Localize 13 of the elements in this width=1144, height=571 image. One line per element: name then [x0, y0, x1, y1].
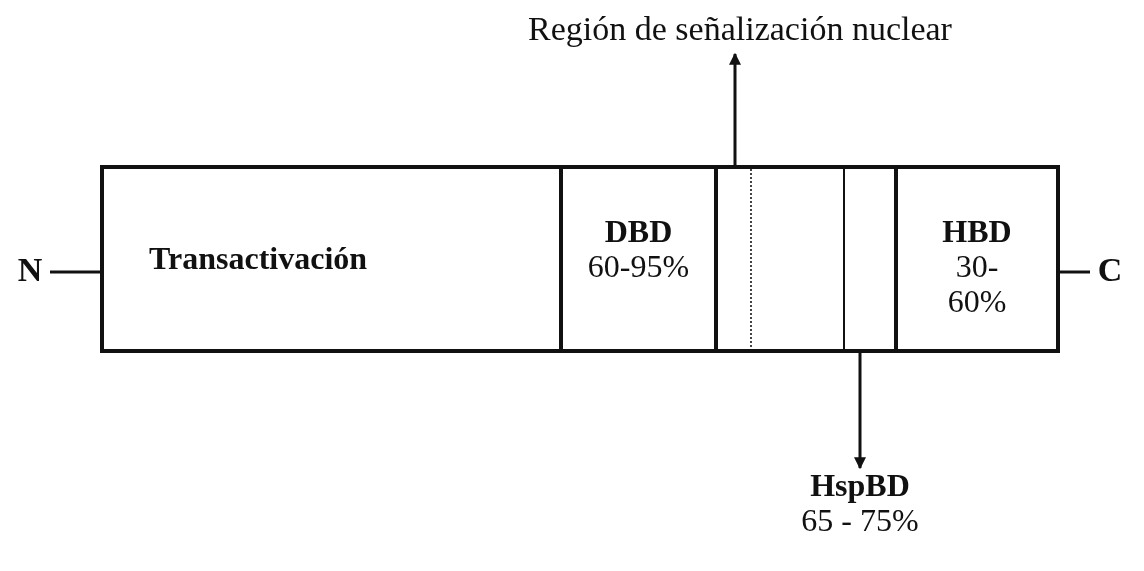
terminus-label-text: N — [16, 251, 44, 289]
terminus-label-text: C — [1096, 251, 1124, 289]
domain-name: DBD — [603, 214, 674, 250]
homology-percent: 30- 60% — [946, 249, 1008, 320]
domain-name: HBD — [941, 214, 1013, 250]
homology-percent: 65 - 75% — [800, 503, 920, 539]
region-label-text: Región de señalización nuclear — [527, 10, 953, 48]
connector-line — [50, 270, 100, 274]
domain-segment-text: Transactivación — [149, 241, 369, 277]
homology-percent: 60-95% — [586, 249, 691, 285]
domain-name: HspBD — [809, 468, 911, 504]
connector-line — [1060, 270, 1090, 274]
protein-domain-bar — [100, 165, 1060, 353]
